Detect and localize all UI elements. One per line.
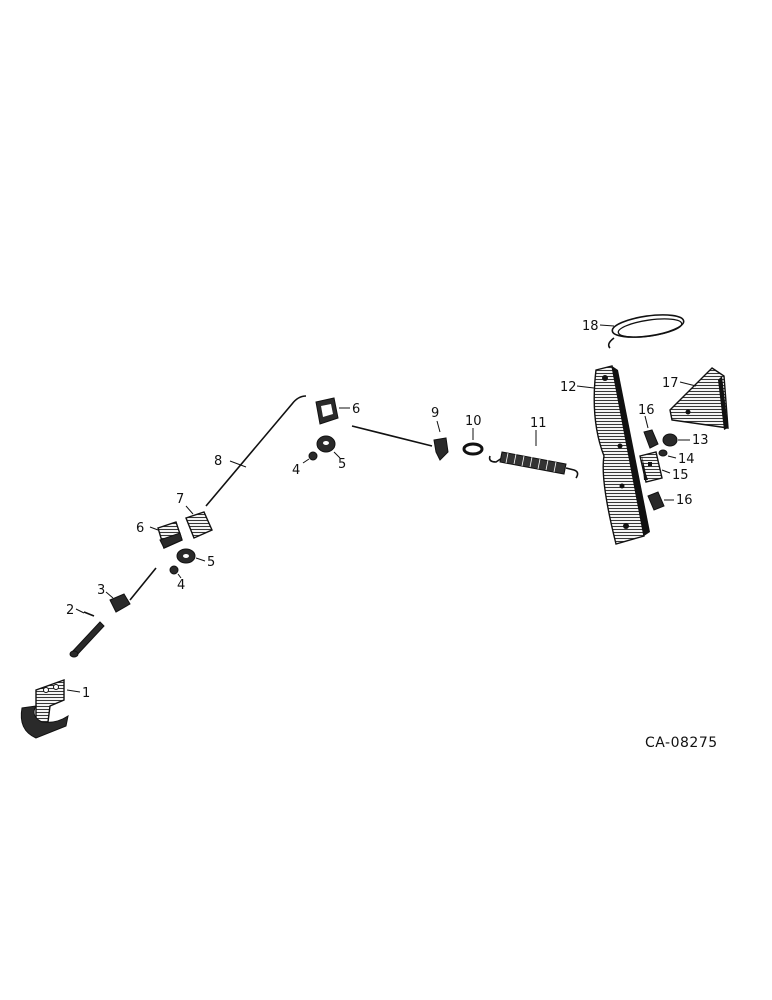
callout-16-upper: 16 xyxy=(638,403,655,418)
callout-7: 7 xyxy=(176,492,184,507)
callout-15: 15 xyxy=(672,468,689,483)
part-10-ring xyxy=(462,442,484,456)
part-7-plate xyxy=(185,511,213,539)
callout-2: 2 xyxy=(66,603,74,618)
part-4-upper-washer xyxy=(308,451,318,461)
part-2-pin xyxy=(69,611,105,658)
part-18-cable xyxy=(607,314,685,349)
part-8-rod xyxy=(205,395,307,507)
part-17-triangle-plate xyxy=(669,367,729,430)
callout-17: 17 xyxy=(662,376,679,391)
callout-14: 14 xyxy=(678,452,695,467)
callout-16-lower: 16 xyxy=(676,493,693,508)
part-5-upper-nut xyxy=(316,435,336,453)
callout-4-lower: 4 xyxy=(177,578,185,593)
part-11-spring xyxy=(488,451,579,479)
part-13-nut xyxy=(662,433,678,447)
part-16-lower-bushing xyxy=(647,491,665,511)
callout-3: 3 xyxy=(97,583,105,598)
part-6-upper-block xyxy=(315,397,339,425)
callout-11: 11 xyxy=(530,416,547,431)
part-9-rod-clevis xyxy=(351,425,449,461)
callout-5-lower: 5 xyxy=(207,555,215,570)
callout-12: 12 xyxy=(560,380,577,395)
callout-6-upper: 6 xyxy=(352,402,360,417)
part-12-plate xyxy=(593,365,650,545)
part-3-clevis xyxy=(109,567,157,613)
part-14-washer xyxy=(658,449,668,457)
callout-4-upper: 4 xyxy=(292,463,300,478)
part-4-lower-washer xyxy=(169,565,179,575)
drawing-code: CA-08275 xyxy=(645,735,718,751)
callout-10: 10 xyxy=(465,414,482,429)
callout-8: 8 xyxy=(214,454,222,469)
part-16-upper-bushing xyxy=(643,429,659,449)
callout-5-upper: 5 xyxy=(338,457,346,472)
callout-1: 1 xyxy=(82,686,90,701)
callout-18: 18 xyxy=(582,319,599,334)
callout-9: 9 xyxy=(431,406,439,421)
part-1-clamp xyxy=(20,679,69,739)
callout-6-lower: 6 xyxy=(136,521,144,536)
part-15-bracket xyxy=(639,451,663,483)
part-6-lower-block xyxy=(157,521,183,549)
callout-13: 13 xyxy=(692,433,709,448)
part-5-lower-nut xyxy=(176,548,196,564)
